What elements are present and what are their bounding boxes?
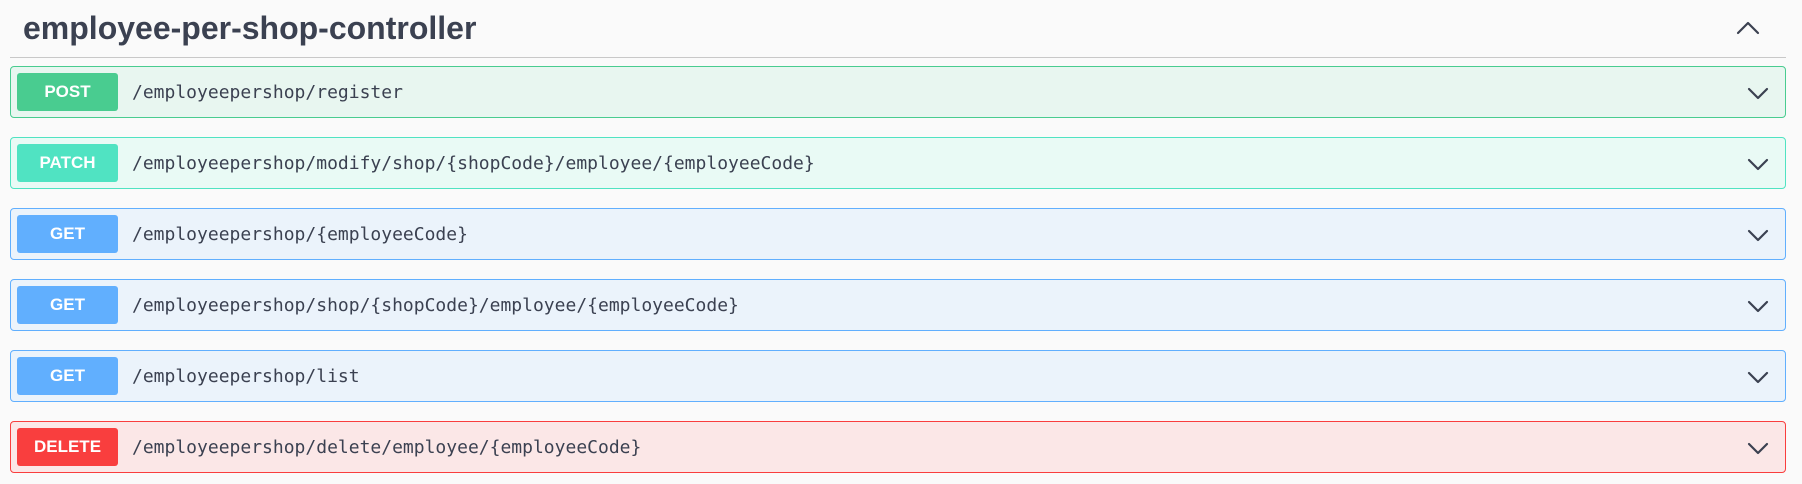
collapse-button[interactable] xyxy=(1732,12,1764,44)
method-badge: PATCH xyxy=(17,144,118,182)
operation-row-delete-employee[interactable]: DELETE /employeepershop/delete/employee/… xyxy=(10,421,1786,473)
chevron-down-icon[interactable] xyxy=(1745,222,1771,248)
operation-row-get-shop-employee[interactable]: GET /employeepershop/shop/{shopCode}/emp… xyxy=(10,279,1786,331)
chevron-down-icon[interactable] xyxy=(1745,364,1771,390)
method-badge: DELETE xyxy=(17,428,118,466)
chevron-down-icon[interactable] xyxy=(1745,435,1771,461)
tag-title[interactable]: employee-per-shop-controller xyxy=(23,10,477,46)
operation-row-patch-modify[interactable]: PATCH /employeepershop/modify/shop/{shop… xyxy=(10,137,1786,189)
operation-row-get-list[interactable]: GET /employeepershop/list xyxy=(10,350,1786,402)
chevron-down-icon[interactable] xyxy=(1745,293,1771,319)
operation-path: /employeepershop/modify/shop/{shopCode}/… xyxy=(132,152,815,174)
operation-path: /employeepershop/list xyxy=(132,365,360,387)
method-badge: GET xyxy=(17,215,118,253)
operation-row-get-employee[interactable]: GET /employeepershop/{employeeCode} xyxy=(10,208,1786,260)
chevron-up-icon xyxy=(1736,21,1760,35)
method-badge: POST xyxy=(17,73,118,111)
method-badge: GET xyxy=(17,357,118,395)
tag-header[interactable]: employee-per-shop-controller xyxy=(10,0,1786,58)
method-badge: GET xyxy=(17,286,118,324)
operation-path: /employeepershop/register xyxy=(132,81,403,103)
operation-path: /employeepershop/delete/employee/{employ… xyxy=(132,436,642,458)
operation-row-post-register[interactable]: POST /employeepershop/register xyxy=(10,66,1786,118)
operation-path: /employeepershop/shop/{shopCode}/employe… xyxy=(132,294,739,316)
chevron-down-icon[interactable] xyxy=(1745,80,1771,106)
operations-list: POST /employeepershop/register PATCH /em… xyxy=(10,66,1786,484)
operation-path: /employeepershop/{employeeCode} xyxy=(132,223,468,245)
chevron-down-icon[interactable] xyxy=(1745,151,1771,177)
